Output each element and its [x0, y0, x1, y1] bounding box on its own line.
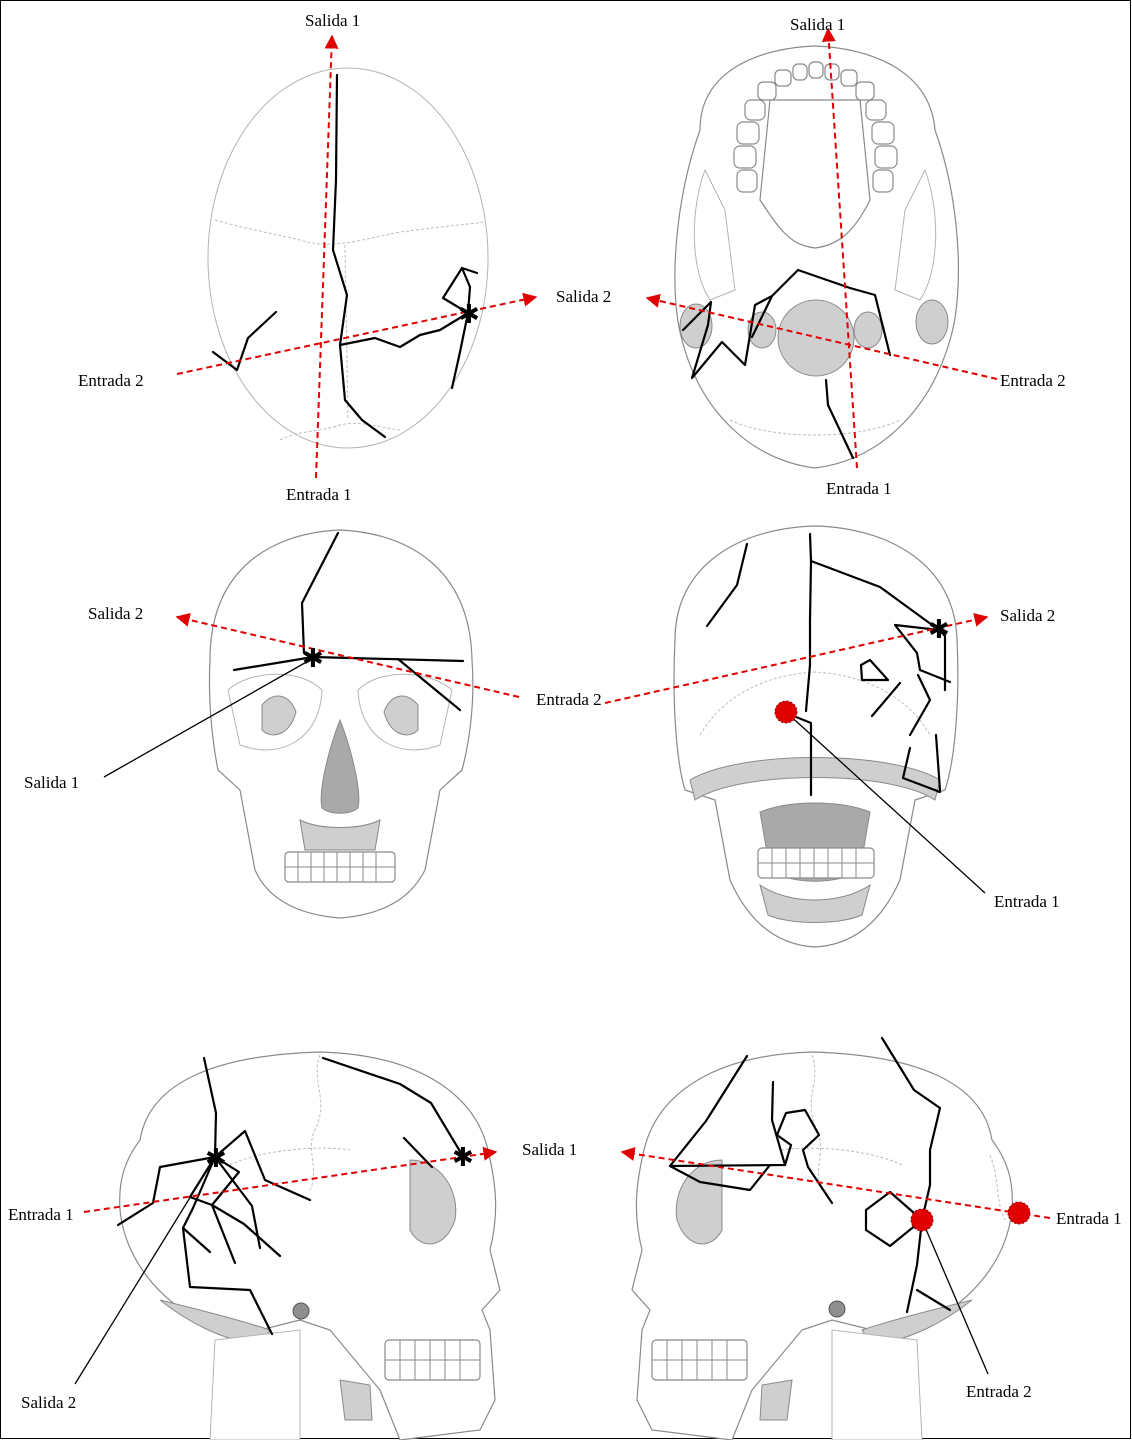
label-salida-2: Salida 2: [21, 1393, 76, 1412]
mastoid-right: [916, 300, 948, 344]
label-entrada-1: Entrada 1: [994, 892, 1060, 911]
label-salida-1: Salida 1: [790, 15, 845, 34]
label-salida-1: Salida 1: [24, 773, 79, 792]
panel-right-lateral-view: Entrada 1 Entrada 2: [622, 1038, 1122, 1440]
ear-canal: [829, 1301, 845, 1317]
label-entrada-2: Entrada 2: [1000, 371, 1066, 390]
label-entrada-1: Entrada 1: [286, 485, 352, 504]
label-salida-1: Salida 1: [305, 11, 360, 30]
skull-right-outline: [632, 1052, 1012, 1440]
label-salida-2: Salida 2: [1000, 606, 1055, 625]
skull-left-outline: [120, 1052, 500, 1440]
label-entrada-2: Entrada 2: [78, 371, 144, 390]
panel-base-view: Salida 1 Entrada 1 Entrada 2: [647, 15, 1066, 498]
teeth-front: [285, 852, 395, 882]
panel-top-view: ✱ Salida 1 Salida 2 Entrada 1 Entrada 2: [78, 11, 611, 504]
exit-wound-mark: ✱: [302, 644, 324, 674]
label-entrada-1: Entrada 1: [826, 479, 892, 498]
label-entrada-2: Entrada 2: [966, 1382, 1032, 1401]
cervical-vertebrae: [832, 1330, 922, 1440]
ear-canal: [293, 1303, 309, 1319]
label-entrada-1: Entrada 1: [8, 1205, 74, 1224]
label-entrada-2: Entrada 2: [536, 690, 602, 709]
mandible-shadow: [760, 1380, 792, 1420]
exit-wound-mark: ✱: [928, 615, 950, 645]
panel-back-view: ✱ Salida 2 Entrada 1: [605, 526, 1060, 947]
condyle-right: [854, 312, 882, 348]
label-entrada-1: Entrada 1: [1056, 1209, 1122, 1228]
skull-back-outline: [674, 526, 958, 947]
teeth-back: [758, 848, 874, 878]
label-salida-2: Salida 2: [88, 604, 143, 623]
teeth-left: [385, 1340, 480, 1380]
entry-wound: [911, 1209, 933, 1231]
label-salida-1: Salida 1: [522, 1140, 577, 1159]
teeth-right: [652, 1340, 747, 1380]
exit-wound-mark: ✱: [458, 300, 480, 330]
mandible-shadow: [340, 1380, 372, 1420]
label-salida-2: Salida 2: [556, 287, 611, 306]
entry-wound: [775, 701, 797, 723]
exit-wound-mark: ✱: [452, 1143, 474, 1173]
panel-left-lateral-view: ✱ ✱ Salida 1 Entrada 1 Salida 2: [8, 1052, 577, 1440]
panel-front-view: ✱ Salida 2 Salida 1 Entrada 2: [24, 530, 602, 918]
cervical-vertebrae: [210, 1330, 300, 1440]
exit-wound-mark: ✱: [205, 1144, 227, 1174]
